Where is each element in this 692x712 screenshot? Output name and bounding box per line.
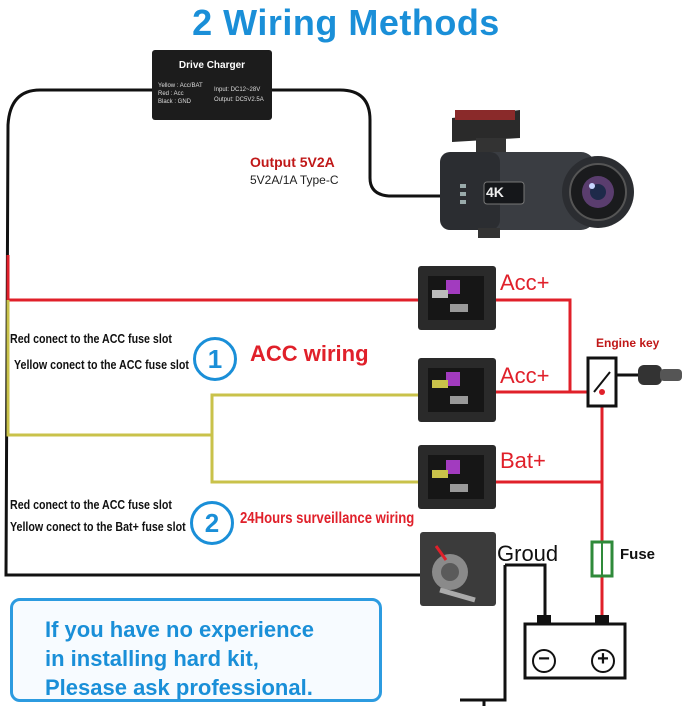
battery-minus-sign: −: [538, 648, 550, 670]
warning-line1: If you have no experience: [45, 617, 314, 642]
output-sublabel: 5V2A/1A Type-C: [250, 173, 339, 187]
method1-title: ACC wiring: [250, 341, 369, 366]
engine-key-switch: [586, 356, 682, 408]
method2-note-line1: Red conect to the ACC fuse slot: [10, 497, 172, 512]
method2-title: 24Hours surveillance wiring: [240, 510, 415, 527]
chassis-ground: [460, 565, 507, 706]
method2-note-line2: Yellow conect to the Bat+ fuse slot: [10, 519, 186, 534]
camera-cable: [270, 88, 440, 198]
charger-output: Output: DC5V2.5A: [214, 97, 264, 103]
charger-line3: Black : GND: [158, 99, 192, 105]
ground-bolt-photo: [420, 532, 496, 606]
ground-wire: [505, 563, 547, 618]
charger-line2: Red : Acc: [158, 91, 184, 97]
charger-input: Input: DC12~28V: [214, 87, 261, 93]
label-fuse: Fuse: [620, 546, 656, 563]
label-ground: Groud: [497, 541, 559, 566]
warning-line2: in installing hard kit,: [45, 646, 259, 671]
warning-box: If you have no experience in installing …: [10, 598, 382, 702]
red-wire-acc-loop: [495, 298, 572, 394]
battery-symbol: [523, 615, 627, 680]
fuse-symbol: [590, 540, 614, 578]
black-wire: [4, 88, 420, 577]
method1-note-line2: Yellow conect to the ACC fuse slot: [14, 357, 189, 372]
fuse-slot-acc1: [418, 266, 496, 330]
label-acc-2: Acc+: [500, 363, 550, 388]
warning-line3: Plesase ask professional.: [45, 675, 313, 700]
label-acc-1: Acc+: [500, 270, 550, 295]
label-engine-key: Engine key: [596, 336, 660, 350]
camera-4k-badge: 4K: [486, 184, 504, 200]
method1-note-line1: Red conect to the ACC fuse slot: [10, 331, 172, 346]
label-bat: Bat+: [500, 448, 546, 473]
fuse-slot-bat: [418, 445, 496, 509]
page-title: 2 Wiring Methods: [192, 2, 500, 43]
method2-number-badge: 2: [190, 501, 234, 545]
drive-charger: [152, 50, 272, 120]
charger-line1: Yellow : Acc/BAT: [158, 83, 203, 89]
fuse-slot-acc2: [418, 358, 496, 422]
battery-plus-sign: +: [597, 648, 609, 670]
output-label: Output 5V2A: [250, 154, 335, 170]
dash-camera: [440, 110, 634, 238]
method1-number-badge: 1: [193, 337, 237, 381]
charger-name: Drive Charger: [178, 60, 246, 71]
yellow-wire-bat: [210, 435, 420, 484]
